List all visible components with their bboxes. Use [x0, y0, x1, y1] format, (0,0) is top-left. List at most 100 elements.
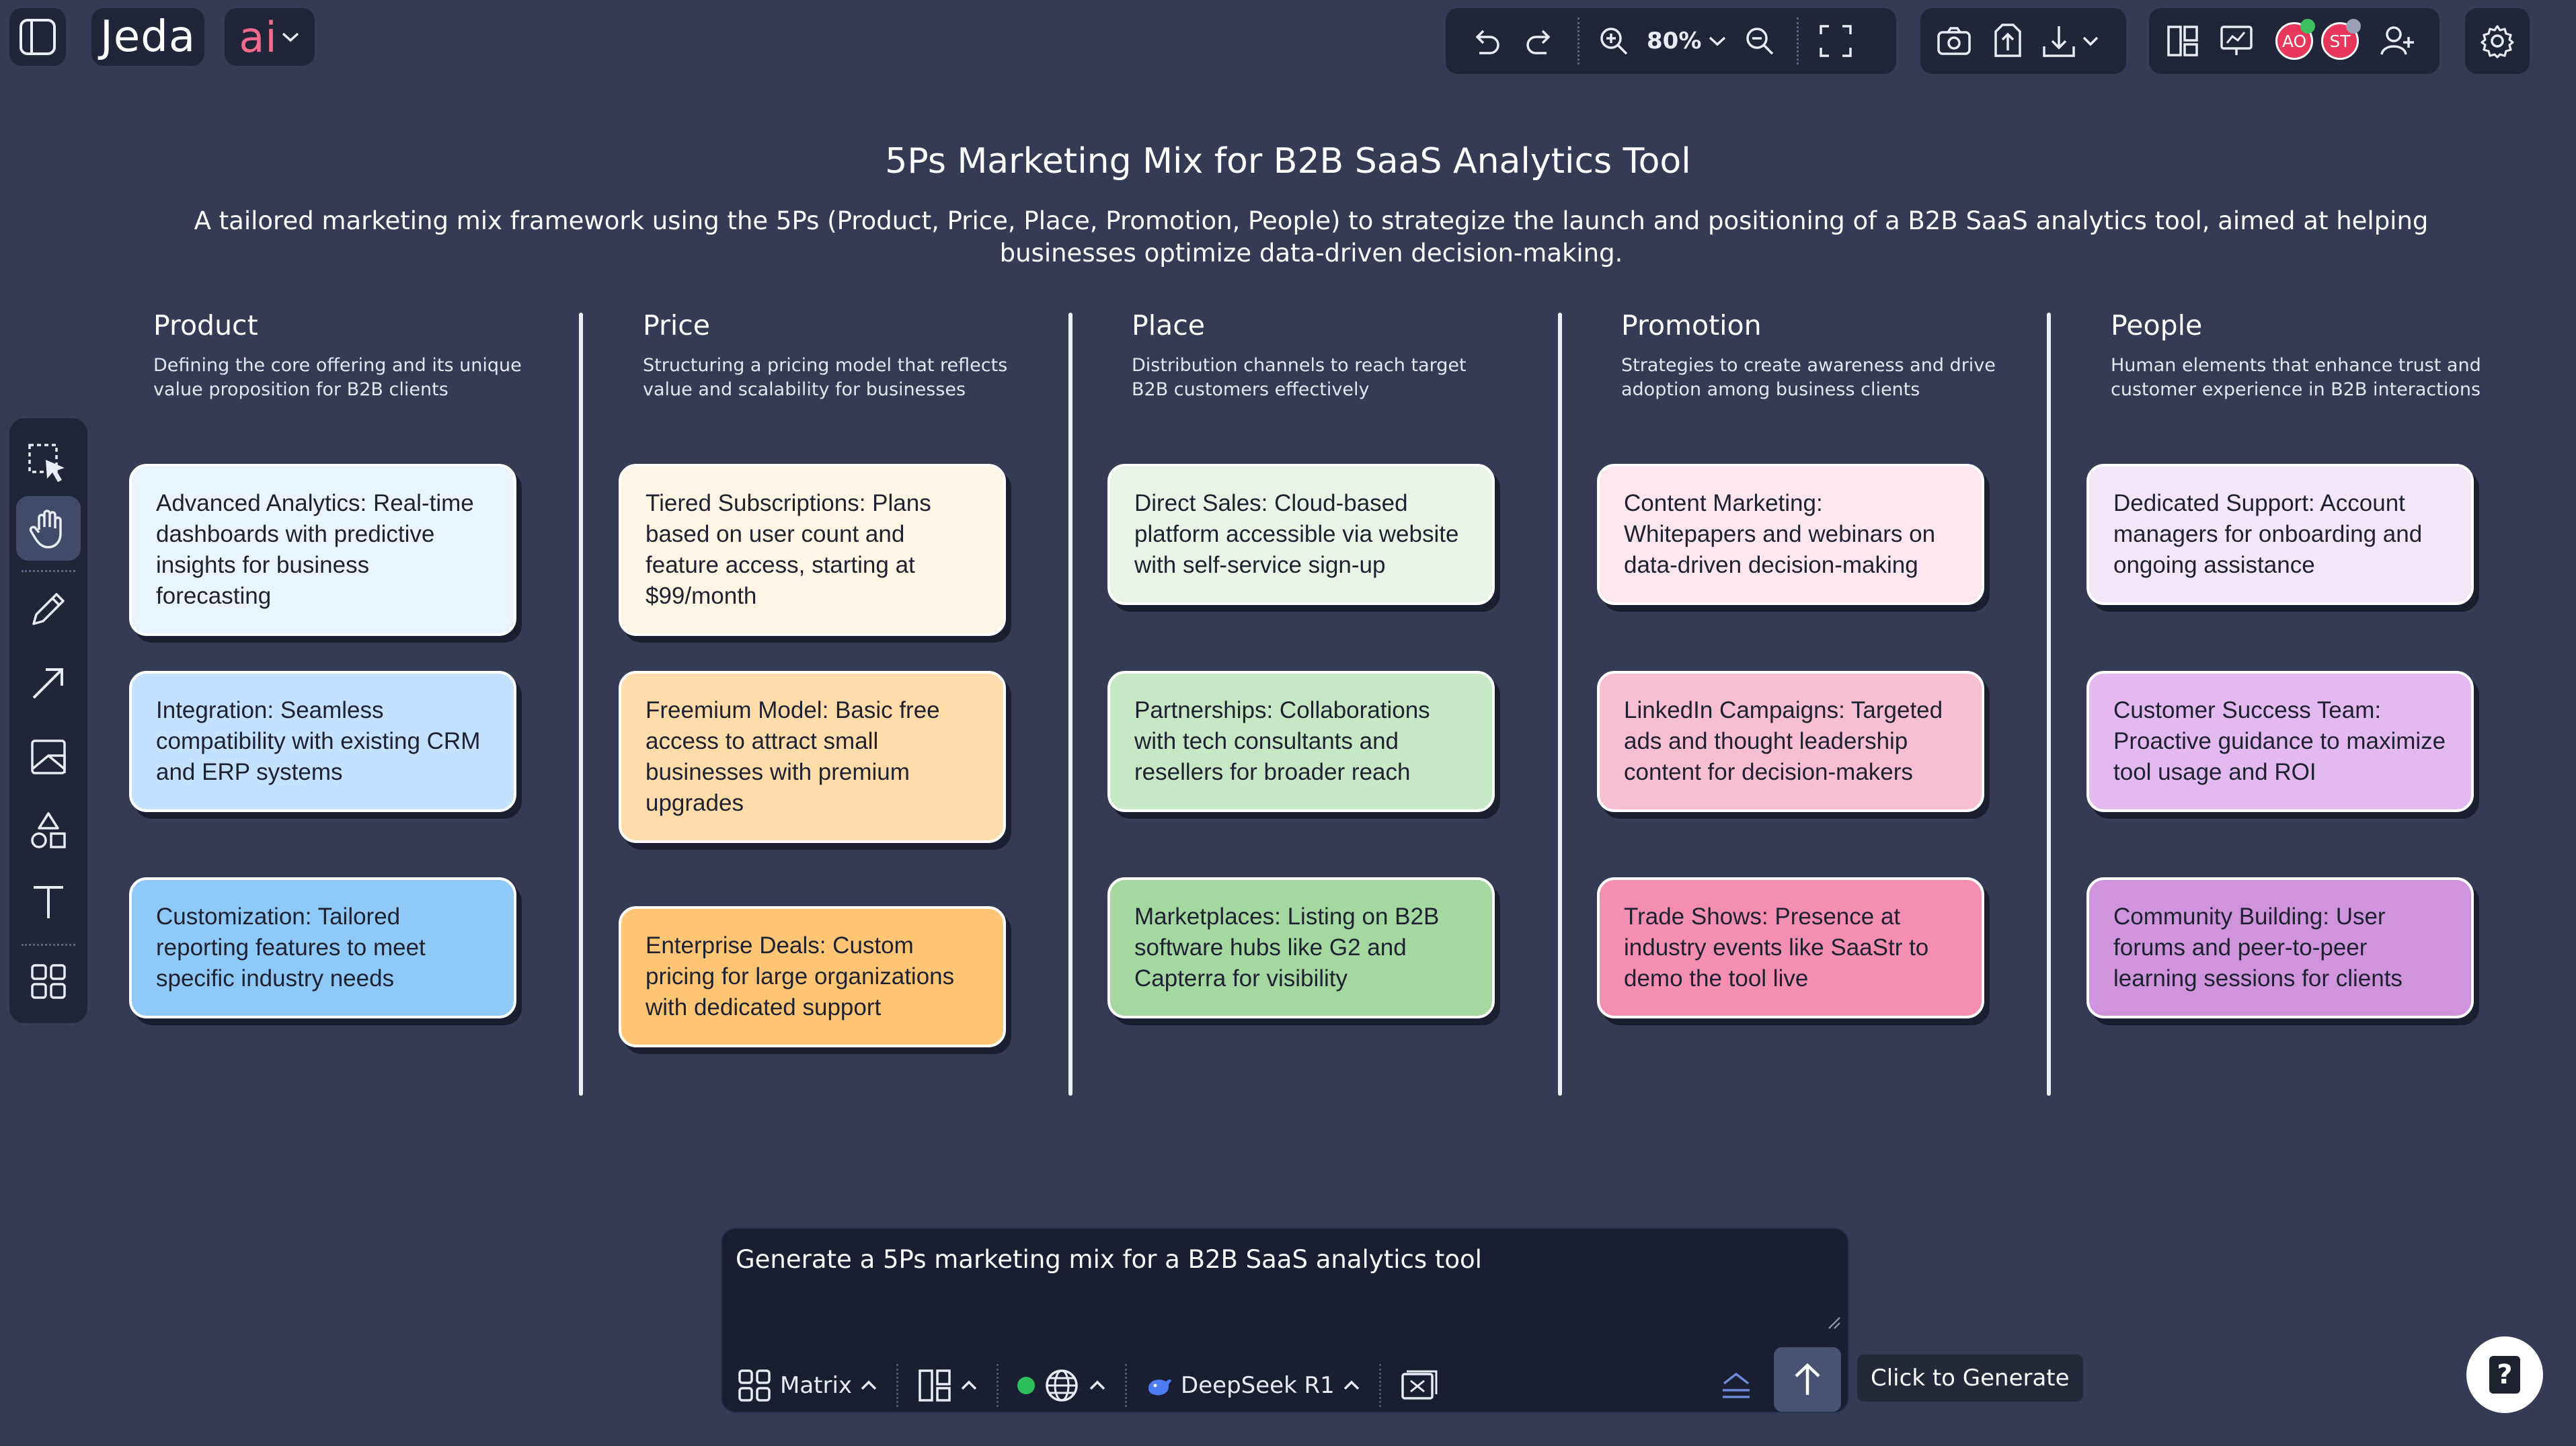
web-search-dropdown[interactable]	[1017, 1357, 1106, 1414]
matrix-card[interactable]: Direct Sales: Cloud-based platform acces…	[1107, 464, 1495, 605]
generate-tooltip: Click to Generate	[1857, 1355, 2083, 1402]
zoom-level-dropdown[interactable]: 80%	[1637, 28, 1736, 54]
zoom-out-icon	[1746, 28, 1774, 55]
prompt-input[interactable]: Generate a 5Ps marketing mix for a B2B S…	[736, 1245, 1482, 1274]
gallery-icon	[1401, 1370, 1438, 1400]
text-tool[interactable]	[16, 870, 81, 934]
upload-file-icon	[1994, 24, 2021, 57]
online-status-dot	[2300, 19, 2315, 34]
arrow-icon	[32, 668, 63, 699]
present-button[interactable]	[2210, 14, 2263, 68]
redo-icon	[1526, 30, 1551, 54]
avatar[interactable]: AO	[2275, 19, 2315, 60]
ai-menu-button[interactable]: ai	[225, 8, 315, 66]
fit-screen-button[interactable]	[1812, 14, 1859, 68]
pen-tool[interactable]	[16, 577, 81, 641]
sidebar-toggle-button[interactable]	[9, 8, 66, 66]
hand-icon	[29, 510, 62, 549]
status-dot	[1017, 1377, 1036, 1394]
matrix-card[interactable]: LinkedIn Campaigns: Targeted ads and tho…	[1597, 671, 1984, 812]
column-title: Price	[643, 309, 711, 342]
select-cursor-icon	[28, 444, 65, 482]
add-user-icon	[2380, 26, 2414, 55]
model-dropdown[interactable]: DeepSeek R1	[1146, 1357, 1360, 1414]
shapes-tool[interactable]	[16, 799, 81, 863]
column-description: Distribution channels to reach target B2…	[1132, 355, 1467, 400]
column-title: People	[2111, 309, 2203, 342]
globe-icon	[1046, 1369, 1078, 1402]
share-button[interactable]	[1981, 14, 2035, 68]
layout-type-label: Matrix	[780, 1372, 853, 1399]
chevron-up-icon	[961, 1380, 977, 1390]
toolbar-separator	[1797, 17, 1799, 65]
toolbar-separator	[1378, 1364, 1381, 1407]
brand-logo[interactable]: Jeda	[91, 8, 204, 66]
matrix-card[interactable]: Customization: Tailored reporting featur…	[129, 877, 516, 1018]
camera-icon	[1937, 27, 1971, 55]
page-subtitle: A tailored marketing mix framework using…	[194, 206, 2429, 268]
card-layout-dropdown[interactable]	[917, 1357, 978, 1414]
export-toolbar	[1920, 8, 2126, 74]
column-divider	[579, 313, 583, 1096]
matrix-card[interactable]: Dedicated Support: Account managers for …	[2086, 464, 2474, 605]
model-label: DeepSeek R1	[1181, 1372, 1335, 1399]
chevron-down-icon	[1709, 36, 1726, 46]
generate-button[interactable]	[1774, 1347, 1841, 1412]
resize-handle-icon[interactable]	[1826, 1315, 1841, 1330]
select-tool[interactable]	[16, 432, 81, 496]
matrix-card[interactable]: Content Marketing: Whitepapers and webin…	[1597, 464, 1984, 605]
zoom-out-button[interactable]	[1736, 14, 1783, 68]
ai-label: ai	[239, 12, 278, 62]
redo-button[interactable]	[1513, 14, 1567, 68]
avatar[interactable]: ST	[2321, 19, 2361, 60]
matrix-card[interactable]: Community Building: User forums and peer…	[2086, 877, 2474, 1018]
matrix-card[interactable]: Marketplaces: Listing on B2B software hu…	[1107, 877, 1495, 1018]
image-tool[interactable]	[16, 725, 81, 789]
column-title: Product	[153, 309, 258, 342]
matrix-card[interactable]: Integration: Seamless compatibility with…	[129, 671, 516, 812]
zoom-in-button[interactable]	[1590, 14, 1637, 68]
page-title: 5Ps Marketing Mix for B2B SaaS Analytics…	[885, 141, 1691, 182]
matrix-card[interactable]: Freemium Model: Basic free access to att…	[619, 671, 1006, 843]
help-icon: ?	[2489, 1356, 2520, 1394]
hand-tool[interactable]	[16, 496, 81, 561]
add-user-button[interactable]	[2371, 14, 2425, 68]
text-icon	[34, 886, 63, 918]
collapse-panel-button[interactable]	[1719, 1357, 1754, 1414]
layout-icon	[2167, 26, 2198, 56]
screenshot-button[interactable]	[1927, 14, 1981, 68]
shapes-icon	[31, 812, 66, 848]
layout-button[interactable]	[2156, 14, 2210, 68]
settings-button[interactable]	[2465, 8, 2530, 74]
chevron-down-icon	[282, 32, 299, 42]
matrix-card[interactable]: Trade Shows: Presence at industry events…	[1597, 877, 1984, 1018]
column-title: Place	[1132, 309, 1206, 342]
matrix-card[interactable]: Tiered Subscriptions: Plans based on use…	[619, 464, 1006, 636]
undo-button[interactable]	[1459, 14, 1513, 68]
matrix-card[interactable]: Partnerships: Collaborations with tech c…	[1107, 671, 1495, 812]
attach-button[interactable]	[1400, 1357, 1439, 1414]
column-divider	[1068, 313, 1072, 1096]
help-button[interactable]: ?	[2466, 1336, 2543, 1413]
collapse-up-icon	[1723, 1372, 1750, 1398]
brand-name: Jeda	[100, 12, 196, 62]
arrow-tool[interactable]	[16, 651, 81, 715]
download-dropdown[interactable]	[2035, 24, 2106, 58]
matrix-card[interactable]: Enterprise Deals: Custom pricing for lar…	[619, 906, 1006, 1047]
column-description: Strategies to create awareness and drive…	[1621, 355, 1996, 400]
column-divider	[2047, 313, 2051, 1096]
column-divider	[1558, 313, 1562, 1096]
column-title: Promotion	[1621, 309, 1762, 342]
matrix-card[interactable]: Advanced Analytics: Real-time dashboards…	[129, 464, 516, 636]
templates-tool[interactable]	[16, 949, 81, 1014]
layout-type-dropdown[interactable]: Matrix	[737, 1357, 877, 1414]
matrix-card[interactable]: Customer Success Team: Proactive guidanc…	[2086, 671, 2474, 812]
arrow-up-icon	[1795, 1363, 1820, 1395]
whale-icon	[1148, 1379, 1172, 1396]
online-status-dot	[2346, 19, 2361, 34]
zoom-in-icon	[1600, 28, 1628, 55]
toolbar-separator	[997, 1364, 999, 1407]
history-zoom-toolbar: 80%	[1446, 8, 1896, 74]
